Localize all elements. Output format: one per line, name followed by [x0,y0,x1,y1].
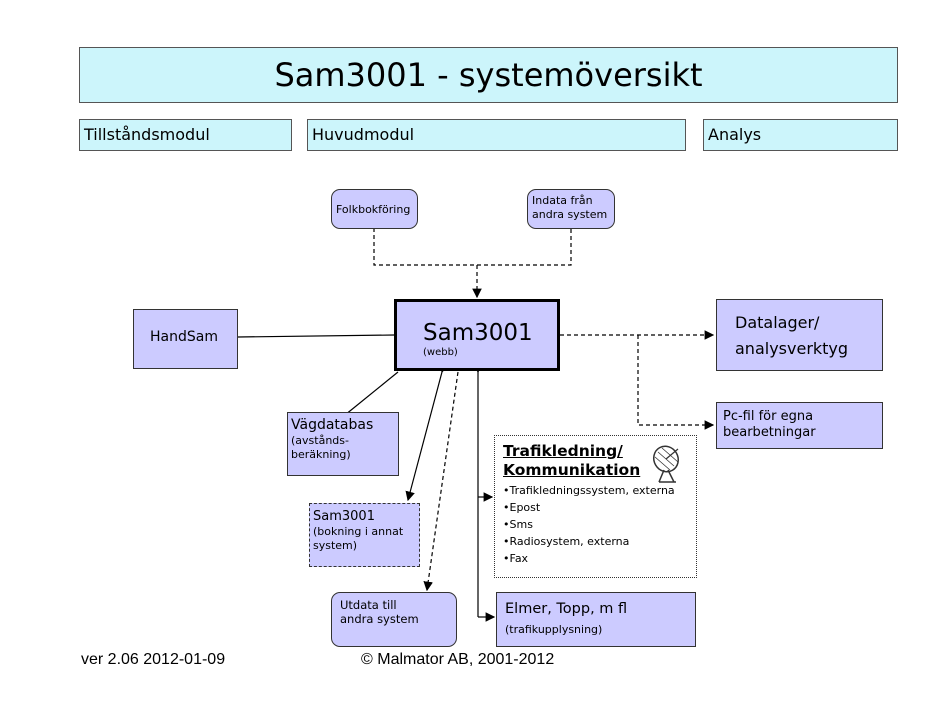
utdata-line1: Utdata till [340,598,397,612]
page-title: Sam3001 - systemöversikt [79,47,898,103]
datalager-line1: Datalager/ [735,313,820,332]
traffic-item: Sms [503,516,690,533]
sam3001-label: Sam3001 [423,320,533,346]
vagdatabas-line1: (avstånds- [291,434,349,447]
connector-vagdatabas [344,371,399,416]
module-tillstandsmodul: Tillståndsmodul [79,119,292,151]
node-datalager: Datalager/ analysverktyg [716,299,883,371]
pcfil-line2: bearbetningar [723,425,816,440]
sam3001b-title: Sam3001 [313,509,375,524]
traffic-item: Trafikledningssystem, externa [503,482,690,499]
handsam-label: HandSam [150,329,218,345]
indata-line1: Indata från [532,194,593,207]
elmer-sub: (trafikupplysning) [505,623,603,636]
node-elmer: Elmer, Topp, m fl (trafikupplysning) [496,592,696,647]
elmer-title: Elmer, Topp, m fl [505,601,628,617]
webb-label: (webb) [423,347,458,358]
module-huvudmodul: Huvudmodul [307,119,686,151]
module-analys: Analys [703,119,898,151]
node-vagdatabas: Vägdatabas (avstånds- beräkning) [287,412,399,476]
node-utdata: Utdata till andra system [331,592,457,647]
connector-to-pcfil [637,335,715,430]
connector-handsam [237,334,395,338]
traffic-item: Epost [503,499,690,516]
connector-folkbokforing [373,228,572,266]
node-indata: Indata från andra system [527,189,615,229]
node-sam3001-bokning: Sam3001 (bokning i annat system) [309,503,420,567]
traffic-item: Fax [503,550,690,567]
datalager-line2: analysverktyg [735,339,849,358]
pcfil-line1: Pc-fil för egna [723,409,814,424]
folkbokforing-label: Folkbokföring [336,203,411,216]
traffic-list: Trafikledningssystem, externa Epost Sms … [503,482,690,567]
sam3001b-line2: system) [313,539,358,552]
connector-sam-bokning [405,362,449,502]
footer-copyright: © Malmator AB, 2001-2012 [361,651,555,668]
satellite-dish-icon [652,445,680,483]
footer-version: ver 2.06 2012-01-09 [81,651,226,668]
utdata-line2: andra system [340,612,419,626]
node-pcfil: Pc-fil för egna bearbetningar [716,402,883,449]
connector-to-utdata [423,371,459,592]
traffic-title-line1: Trafikledning/ [503,442,623,460]
indata-line2: andra system [532,208,608,221]
node-sam3001: Sam3001 (webb) [394,299,560,371]
vagdatabas-line2: beräkning) [291,448,351,461]
node-folkbokforing: Folkbokföring [331,189,418,229]
node-trafikledning: Trafikledning/ Kommunikation Trafikledni… [494,435,697,578]
traffic-item: Radiosystem, externa [503,533,690,550]
node-handsam: HandSam [133,309,238,369]
traffic-title-line2: Kommunikation [503,461,641,479]
sam3001b-line1: (bokning i annat [313,525,404,538]
vagdatabas-title: Vägdatabas [291,417,374,433]
